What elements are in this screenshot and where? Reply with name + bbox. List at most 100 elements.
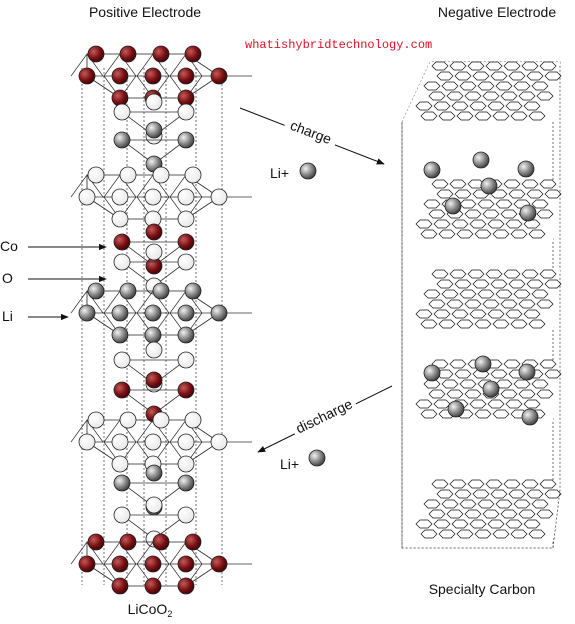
oxygen-atom <box>145 93 163 111</box>
intercalated-lithium-atom <box>521 408 539 426</box>
lithium-atom <box>87 282 105 300</box>
cobalt-atom <box>177 233 195 251</box>
cobalt-atom <box>184 533 202 551</box>
negative-electrode-label: Negative Electrode <box>438 4 557 20</box>
oxygen-atom <box>78 433 96 451</box>
graphite-sheet <box>402 479 562 540</box>
layer-bonds <box>70 541 252 587</box>
hex-cells <box>415 359 562 419</box>
cobalt-atom <box>111 89 129 107</box>
graphite-sheet <box>402 61 562 122</box>
cobalt-atom <box>177 67 195 85</box>
cobalt-atom <box>119 45 137 63</box>
oxygen-atom <box>78 188 96 206</box>
sublayer-bonds <box>120 482 188 508</box>
lithium-layer <box>70 282 252 344</box>
discharge-label-backdrop <box>289 393 359 439</box>
li-ion-label-top: Li+ <box>270 165 289 181</box>
sublayer-bonds <box>120 359 188 385</box>
formula-subscript: 2 <box>167 609 172 619</box>
cobalt-atom <box>113 381 131 399</box>
cathode-lattice <box>70 45 252 595</box>
oxygen-atom <box>152 166 170 184</box>
cobalt-layer <box>70 45 252 107</box>
lithium-atom <box>119 282 137 300</box>
sheet-fill <box>402 62 560 122</box>
oxygen-atom <box>177 351 195 369</box>
lithium-atom <box>144 326 162 344</box>
cobalt-atom <box>78 555 96 573</box>
cobalt-atom <box>145 223 163 241</box>
sheet-fill <box>402 480 560 540</box>
graphite-sheet <box>402 269 562 330</box>
sublayer-bonds <box>120 389 188 415</box>
cobalt-atom <box>144 555 162 573</box>
oxygen-atom <box>113 506 131 524</box>
oxygen-sublayer <box>113 496 195 548</box>
lithium-atom <box>177 304 195 322</box>
formula-main: LiCoO <box>128 601 168 617</box>
intercalated-lithium-atom <box>482 380 500 398</box>
oxygen-atom <box>145 341 163 359</box>
lithium-label: Li <box>2 308 13 324</box>
cobalt-atom <box>144 577 162 595</box>
cobalt-atom <box>177 555 195 573</box>
oxygen-atom <box>111 433 129 451</box>
intercalated-lithium-atom <box>518 363 536 381</box>
lithium-atom <box>144 304 162 322</box>
sublayer-bonds <box>120 514 188 540</box>
cobalt-atom <box>210 67 228 85</box>
oxygen-atom <box>113 253 131 271</box>
layer-bonds <box>70 174 252 220</box>
hex-cells <box>415 269 562 329</box>
oxygen-atom <box>119 166 137 184</box>
layer-bonds <box>70 290 252 336</box>
oxygen-atom <box>87 166 105 184</box>
intercalated-lithium-atom <box>472 151 490 169</box>
cobalt-atom <box>144 67 162 85</box>
lithium-atom <box>145 121 163 139</box>
cobalt-atom <box>113 233 131 251</box>
oxygen-atom <box>152 411 170 429</box>
lithium-atom <box>210 304 228 322</box>
oxygen-atom <box>145 496 163 514</box>
charge-label: charge <box>288 117 334 147</box>
intercalated-lithium-atom <box>517 160 535 178</box>
sublayer-bonds <box>120 139 188 165</box>
lithium-atom <box>177 131 195 149</box>
lithium-sublayer <box>113 121 195 173</box>
oxygen-atom <box>184 411 202 429</box>
oxygen-atom <box>87 411 105 429</box>
anode-graphite-layers <box>401 61 562 549</box>
cobalt-atom <box>111 577 129 595</box>
oxygen-layer <box>70 411 252 473</box>
oxygen-atom <box>119 411 137 429</box>
oxygen-sublayer <box>113 243 195 295</box>
cobalt-atom <box>152 45 170 63</box>
li-ion-bottom <box>308 449 326 467</box>
lithium-atom <box>184 282 202 300</box>
layer-bonds <box>70 53 252 99</box>
oxygen-atom <box>177 253 195 271</box>
cobalt-atom <box>184 45 202 63</box>
watermark-url: whatishybridtechnology.com <box>245 38 432 52</box>
cobalt-atom <box>210 555 228 573</box>
oxygen-atom <box>177 210 195 228</box>
hex-cells <box>415 479 562 539</box>
layer-bonds <box>70 419 252 465</box>
oxygen-atom <box>111 210 129 228</box>
hex-cells <box>415 61 562 121</box>
lithium-atom <box>78 304 96 322</box>
charge-label-backdrop <box>282 114 340 150</box>
cobalt-atom <box>119 533 137 551</box>
intercalated-lithium-atom <box>423 161 441 179</box>
cobalt-atom <box>87 533 105 551</box>
oxygen-atom <box>177 103 195 121</box>
discharge-label: discharge <box>293 395 355 436</box>
lithium-atom <box>177 474 195 492</box>
cobalt-atom <box>111 555 129 573</box>
cobalt-atom <box>145 371 163 389</box>
oxygen-atom <box>184 166 202 184</box>
cobalt-atom <box>152 533 170 551</box>
